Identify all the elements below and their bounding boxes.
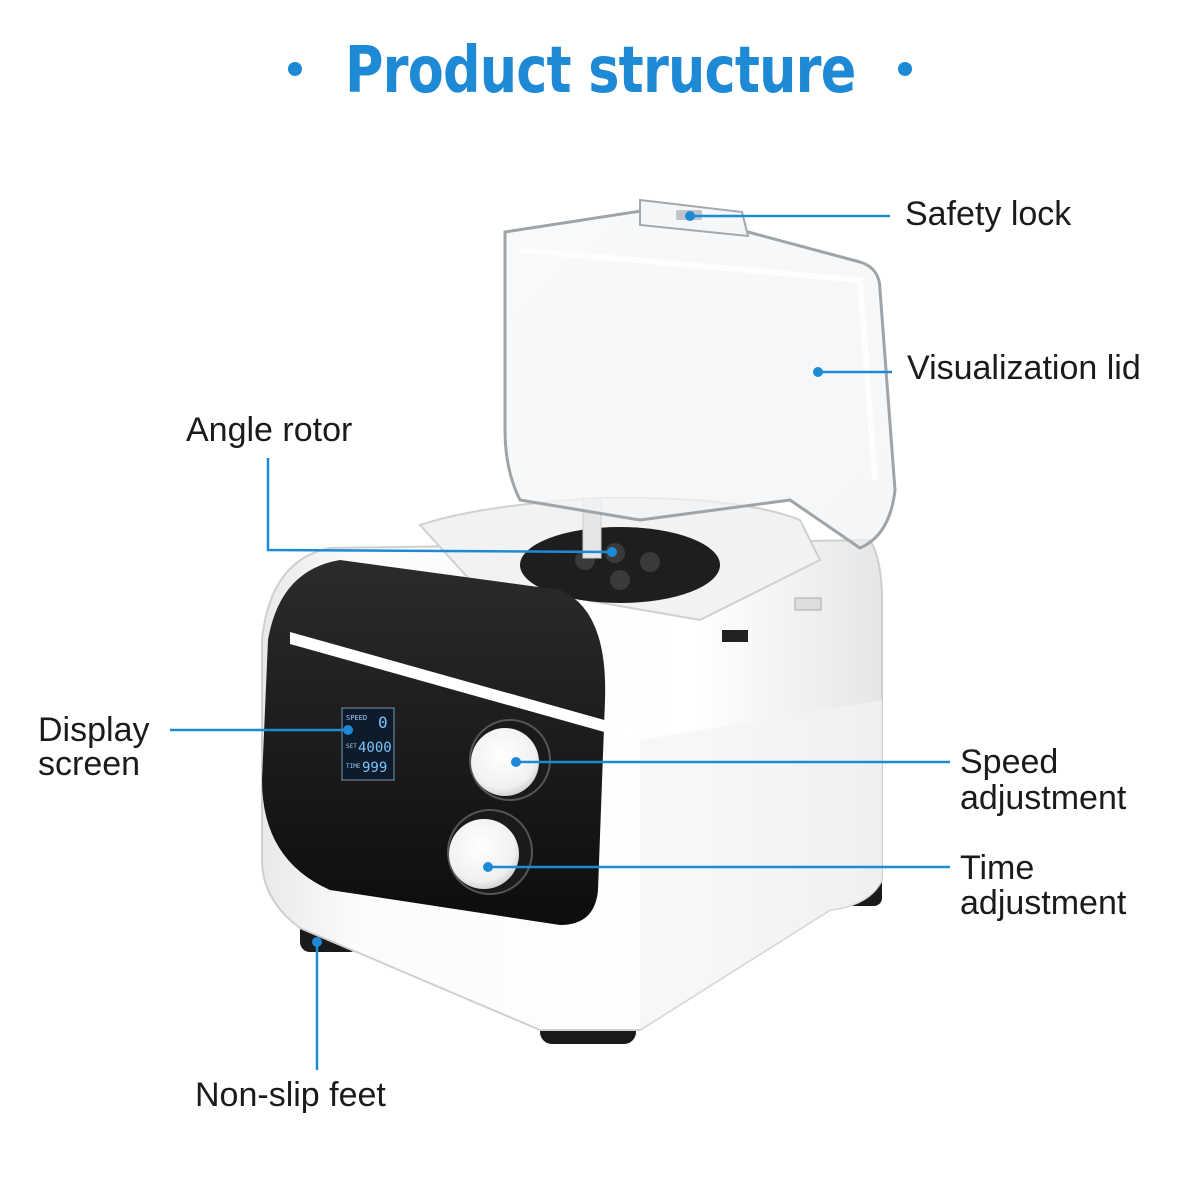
label-visualization-lid: Visualization lid [907,349,1141,387]
label-display-screen-1: Display [38,711,150,749]
label-time-2: adjustment [960,884,1127,922]
latch-left [722,630,748,642]
label-angle-rotor: Angle rotor [186,411,353,449]
label-safety-lock: Safety lock [905,195,1072,233]
display-screen: SPEED 0 SET 4000 TIME 999 [341,707,395,781]
label-time-1: Time [960,849,1035,887]
callout-lines [170,214,950,1070]
visualization-lid [503,203,897,550]
svg-text:999: 999 [362,760,387,776]
label-speed-1: Speed [960,743,1059,781]
svg-text:4000: 4000 [358,740,392,756]
time-knob [447,809,533,895]
svg-text:TIME: TIME [346,763,361,770]
label-non-slip-feet: Non-slip feet [195,1076,386,1114]
page-title: Product structure [344,34,856,108]
label-display-screen-2: screen [38,745,141,783]
title-banner: Product structure [0,26,1200,116]
title-left-bullet [288,62,302,76]
rotor-leader [266,458,613,554]
control-panel [262,560,606,925]
latch-right [794,597,822,611]
label-speed-2: adjustment [960,779,1127,817]
callout-dots [312,211,823,947]
svg-text:0: 0 [378,713,388,732]
speed-knob [469,719,551,801]
angle-rotor [520,527,720,603]
title-right-bullet [898,62,912,76]
svg-text:SPEED: SPEED [346,714,367,722]
svg-text:SET: SET [346,743,357,750]
panel-band [290,632,640,742]
